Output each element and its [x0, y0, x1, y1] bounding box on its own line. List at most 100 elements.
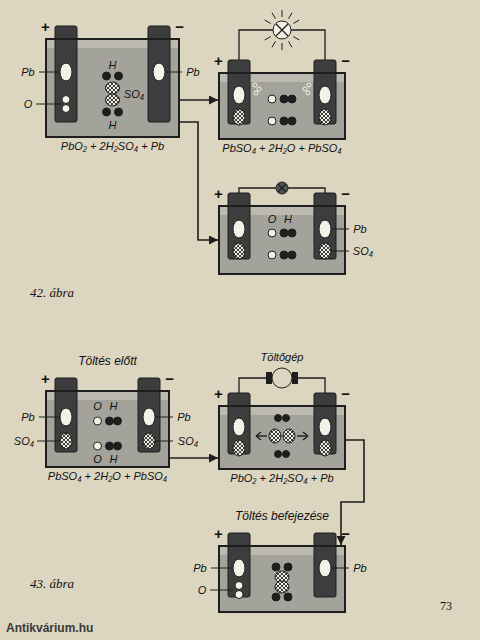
- electrode-plate: [228, 60, 250, 124]
- atom-label: H: [110, 401, 118, 412]
- page-number: 73: [440, 600, 452, 612]
- atom-label: O: [198, 585, 207, 596]
- leader-line: [39, 417, 60, 418]
- sulfate-group: [106, 82, 120, 94]
- battery-cell: Töltés befejezése+−: [218, 545, 346, 613]
- leader-line: [331, 229, 349, 230]
- leader-line: [210, 590, 234, 591]
- leader-line: [331, 568, 349, 569]
- hydrogen-atom: [103, 108, 111, 116]
- atom-label: H: [284, 214, 292, 225]
- gas-bubble: [303, 87, 307, 91]
- hydrogen-atom: [106, 442, 114, 450]
- electrode-label: Pb: [21, 67, 34, 78]
- sulfate-group: [233, 440, 245, 456]
- hydrogen-atom: [103, 72, 111, 80]
- lead-atom: [143, 408, 155, 426]
- leader-line: [211, 568, 233, 569]
- reaction-arrow: [180, 99, 218, 101]
- terminal-sign: −: [341, 386, 350, 401]
- lead-atom: [319, 418, 331, 436]
- cell-drawing: [218, 193, 346, 275]
- leader-lines: [36, 72, 349, 590]
- hydrogen-atom: [280, 95, 288, 103]
- lead-atom: [60, 408, 72, 426]
- wire: [291, 30, 325, 60]
- lead-atom: [233, 86, 245, 104]
- hydrogen-atom: [272, 593, 280, 601]
- electrode-label: Pb: [193, 563, 206, 574]
- atom-label: O: [93, 454, 102, 465]
- hydrogen-atom: [280, 117, 288, 125]
- hydrogen-atom: [283, 451, 290, 458]
- terminal-sign: +: [41, 19, 50, 34]
- lead-atom: [233, 559, 245, 577]
- electrode-plate: [55, 26, 77, 122]
- light-ray: [289, 41, 293, 47]
- oxygen-atom: [268, 117, 276, 125]
- cell-drawing: [218, 393, 346, 470]
- lead-atom: [233, 418, 245, 436]
- electrode-plate: [314, 60, 336, 124]
- ion-label: SO₄: [178, 436, 198, 447]
- hydrogen-atom: [280, 251, 288, 259]
- terminal-sign: −: [341, 53, 350, 68]
- electrode-label: Pb: [353, 224, 366, 235]
- lamp-symbol: [276, 182, 288, 194]
- light-ray: [289, 13, 293, 19]
- lead-atom: [319, 86, 331, 104]
- cell-heading: Töltés előtt: [78, 355, 137, 367]
- atom-label: O: [24, 99, 33, 110]
- sulfate-group: [319, 243, 331, 259]
- wire: [239, 188, 276, 193]
- atom-label: H: [109, 60, 117, 71]
- oxygen-atom: [268, 251, 276, 259]
- sulfate-group: [233, 109, 245, 125]
- cell-heading: Töltés befejezése: [235, 510, 329, 522]
- terminal-sign: +: [214, 186, 223, 201]
- watermark: Antikvárium.hu: [6, 622, 93, 634]
- atom-label: O: [93, 401, 102, 412]
- ion-label: SO₄: [124, 89, 144, 100]
- light-ray: [265, 20, 271, 24]
- battery-cell: Töltés előtt+−PbSO₄ + 2H₂O + PbSO₄: [45, 390, 170, 468]
- cell-drawing: [218, 533, 346, 613]
- lamp-symbol: [278, 184, 286, 192]
- hydrogen-atom: [288, 229, 296, 237]
- reaction-arrow: [180, 122, 218, 240]
- ion-motion-arrow: [303, 436, 308, 440]
- leader-line: [155, 441, 173, 442]
- leader-line: [37, 441, 60, 442]
- ion-label: SO₄: [14, 436, 34, 447]
- gas-bubble: [253, 83, 257, 87]
- electrode-label: Pb: [353, 563, 366, 574]
- hydrogen-atom: [272, 563, 280, 571]
- hydrogen-atom: [280, 229, 288, 237]
- hydrogen-atom: [288, 251, 296, 259]
- gas-bubble: [307, 83, 311, 87]
- electrode-label: Pb: [21, 412, 34, 423]
- terminal-sign: +: [41, 371, 50, 386]
- oxygen-atom: [94, 417, 102, 425]
- light-ray: [282, 43, 283, 50]
- lead-atom: [153, 63, 165, 81]
- hydrogen-atom: [275, 415, 282, 422]
- hydrogen-atom: [114, 417, 122, 425]
- lead-atom: [60, 63, 72, 81]
- lamp-symbol: [273, 21, 291, 39]
- sulfate-group: [106, 94, 120, 106]
- lamp-circuit: [239, 182, 325, 194]
- generator-circuit: [239, 368, 325, 393]
- lamp-symbol: [276, 24, 288, 36]
- terminal-sign: +: [214, 53, 223, 68]
- light-ray: [265, 37, 271, 41]
- gas-bubble: [254, 91, 258, 95]
- reaction-equation: PbO₂ + 2H₂SO₄ + Pb: [230, 473, 333, 484]
- cell-drawing: [45, 26, 180, 138]
- figure-number: 43. ábra: [30, 577, 74, 590]
- electrode-label: Pb: [186, 67, 199, 78]
- terminal-sign: +: [214, 526, 223, 541]
- lamp-symbol: [276, 24, 288, 36]
- oxygen-atom: [235, 582, 243, 590]
